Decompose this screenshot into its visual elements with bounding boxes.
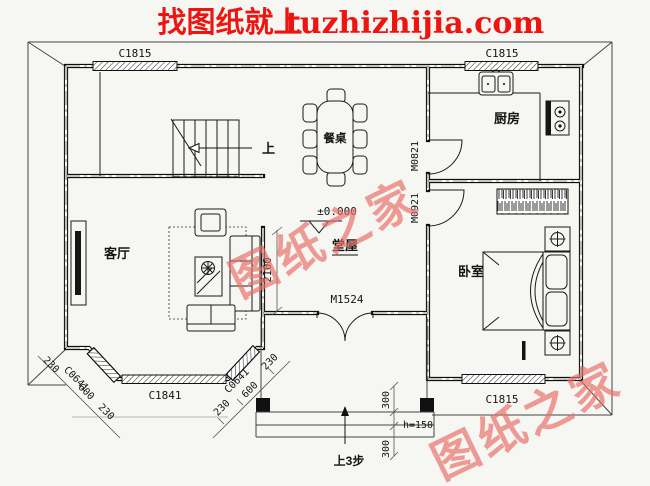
eave-outline [27, 41, 613, 416]
dim-2100: 2100 [262, 257, 274, 282]
rug [168, 226, 247, 320]
elevation-label: ±0.000 [317, 205, 357, 218]
porch-column-right [420, 398, 434, 412]
watermark-header-cn: 找图纸就上 [157, 5, 302, 39]
door-label-m0921: M0921 [410, 193, 421, 223]
kitchen-stove [545, 100, 570, 136]
dining-table [316, 100, 354, 174]
floor-lamp [522, 341, 526, 360]
kitchen-label: 厨房 [494, 111, 520, 126]
window-c1841-bay [121, 374, 227, 384]
nightstand-top [544, 226, 571, 252]
window-c1815-top-right [464, 61, 539, 71]
window-c0641-left [86, 346, 122, 383]
window-label-c1815-tl: C1815 [118, 47, 151, 60]
window-label-c1815-tr: C1815 [485, 47, 518, 60]
window-c1815-bedroom [461, 374, 546, 384]
stair-up-label: 上 [262, 141, 275, 156]
steps-up-arrow [341, 406, 349, 416]
armchair-top [194, 208, 227, 237]
stair-direction-arrow [187, 142, 200, 154]
door-swing-entry [316, 312, 374, 342]
dim-step-height: h=150 [403, 420, 433, 431]
porch [255, 317, 435, 444]
watermark-header: 找图纸就上 tuzhizhijia.com [157, 5, 544, 41]
loveseat-bottom [186, 304, 236, 332]
door-swing-bedroom [427, 189, 465, 227]
window-label-c1841: C1841 [148, 389, 181, 402]
staircase [170, 118, 252, 178]
hall-label: 堂屋 [332, 238, 358, 253]
dining-set [302, 88, 368, 187]
coffee-table [194, 256, 223, 297]
elevation-symbol [300, 220, 358, 256]
dimension-lines [37, 226, 399, 461]
dining-table-label: 餐桌 [323, 131, 347, 145]
window-label-c1815-bedroom: C1815 [485, 393, 518, 406]
sofa-three-seat [229, 235, 261, 312]
door-label-m1524: M1524 [330, 293, 363, 306]
bed [482, 251, 571, 331]
living-room-label: 客厅 [104, 246, 130, 261]
window-c1815-top-left [92, 61, 178, 71]
door-swing-kitchen [427, 139, 463, 175]
wardrobe [496, 188, 569, 215]
kitchen-sink [478, 69, 514, 96]
dim-300-bottom: 300 [381, 440, 392, 458]
porch-column-left [256, 398, 270, 412]
nightstand-bottom [544, 330, 571, 356]
dim-300-top: 300 [381, 391, 392, 409]
tv-unit [70, 220, 87, 306]
entry-steps-label: 上3步 [334, 453, 365, 468]
plant [201, 261, 215, 275]
door-label-m0821: M0821 [410, 141, 421, 171]
watermark-header-site: tuzhizhijia.com [286, 6, 545, 41]
bedroom-label: 卧室 [458, 264, 484, 279]
window-c0641-right [225, 345, 261, 382]
